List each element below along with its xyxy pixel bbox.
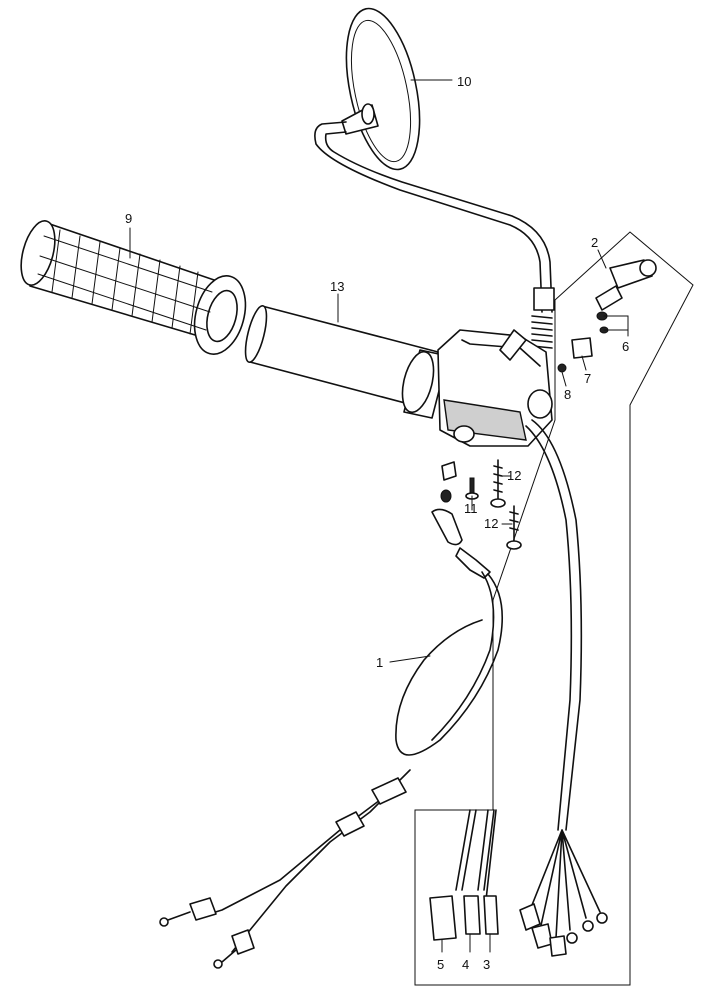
leader-7 <box>581 355 587 371</box>
leader-2 <box>597 249 607 269</box>
callout-6: 6 <box>622 339 630 354</box>
callout-10: 10 <box>457 74 472 89</box>
screw-11 <box>469 477 475 495</box>
callout-12-lower: 12 <box>484 516 499 531</box>
mirror-stem-nut <box>533 287 555 311</box>
callout-3: 3 <box>483 957 491 972</box>
screw-12-upper <box>493 459 503 501</box>
leader-1 <box>389 655 431 663</box>
screw-12-lower <box>509 505 519 543</box>
callout-7: 7 <box>584 371 592 386</box>
mirror-spring <box>531 315 553 349</box>
switch-harness <box>519 419 608 957</box>
callout-2: 2 <box>591 235 599 250</box>
leader-8 <box>561 371 567 387</box>
pin-11 <box>441 461 457 481</box>
callout-4: 4 <box>462 957 470 972</box>
callout-12-upper: 12 <box>507 468 522 483</box>
callout-9: 9 <box>125 211 133 226</box>
callout-11: 11 <box>464 501 478 516</box>
throttle-cable <box>159 508 503 969</box>
leader-6 <box>603 315 629 337</box>
callout-8: 8 <box>564 387 572 402</box>
handle-grip <box>20 220 247 355</box>
cable-adjuster <box>440 489 452 503</box>
switch-housing <box>437 329 553 447</box>
mirror-stem <box>314 121 543 313</box>
callout-1: 1 <box>376 655 384 670</box>
connector-terminals <box>429 809 499 941</box>
switch-lever <box>557 259 657 373</box>
callout-13: 13 <box>330 279 345 294</box>
mirror <box>341 7 421 171</box>
callout-5: 5 <box>437 957 445 972</box>
throttle-tube <box>244 304 449 419</box>
